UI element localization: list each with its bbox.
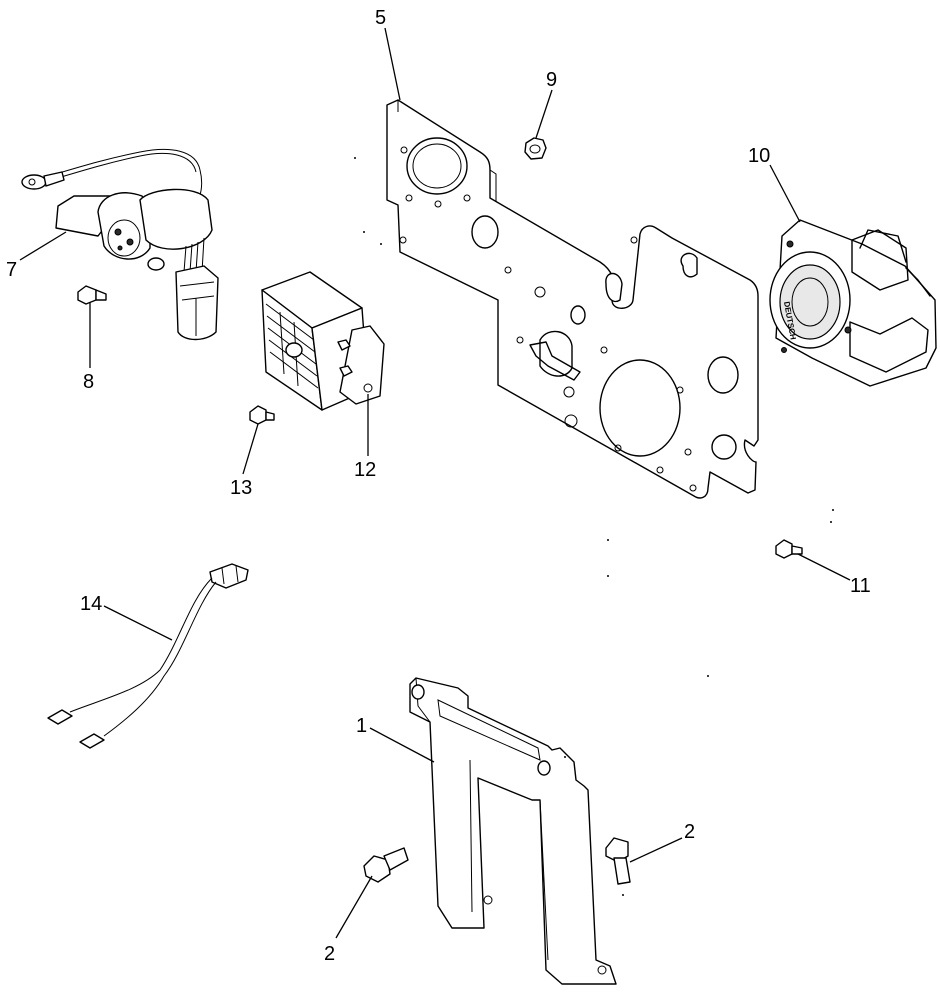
leader-line-7 [19, 231, 67, 261]
leader-line-1 [369, 727, 435, 763]
leader-line-10 [769, 164, 801, 223]
leader-line-2b [335, 875, 373, 939]
wiring-harness-part-14 [47, 563, 249, 749]
leader-line-13 [242, 423, 259, 475]
screw-part-11 [775, 539, 803, 559]
mounting-plate-part-5 [386, 99, 759, 499]
callout-11: 11 [850, 575, 871, 597]
leader-line-5 [384, 27, 401, 101]
callout-1: 1 [356, 715, 367, 737]
callout-9: 9 [546, 69, 557, 91]
callout-8: 8 [83, 371, 94, 393]
screw-part-13 [249, 405, 275, 425]
leader-line-14 [103, 605, 173, 641]
hex-nut-part-9 [524, 137, 547, 160]
scan-specks [354, 157, 834, 896]
deutsch-connector-part-10: DEUTSCH [769, 219, 937, 387]
callout-5: 5 [375, 7, 386, 29]
leader-line-11 [797, 553, 851, 581]
leader-line-2a [629, 837, 683, 863]
callout-12: 12 [354, 459, 376, 481]
callout-14: 14 [80, 593, 102, 615]
callout-2-lower: 2 [324, 943, 335, 965]
relay-module-part-12 [261, 271, 385, 411]
bolt-part-2-upper [605, 837, 631, 885]
bolt-part-8 [77, 285, 107, 305]
leader-line-9 [535, 89, 553, 139]
leader-lines [19, 27, 851, 939]
sensor-harness-part-7 [21, 149, 219, 341]
callout-10: 10 [748, 145, 770, 167]
callout-2-upper: 2 [684, 821, 695, 843]
bracket-part-1 [409, 677, 617, 985]
callout-labels: 5 9 10 7 8 12 13 11 14 1 2 2 [6, 7, 871, 965]
callout-7: 7 [6, 259, 17, 281]
bolt-part-2-lower [363, 847, 409, 883]
callout-13: 13 [230, 477, 252, 499]
